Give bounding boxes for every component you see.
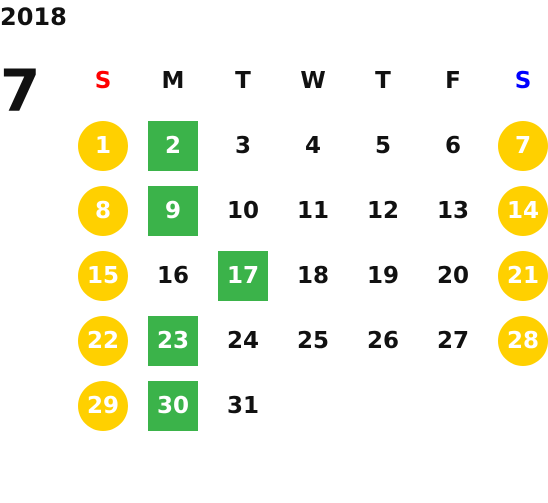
day-number: 15 (78, 250, 128, 301)
day-number: 22 (78, 315, 128, 366)
weekday-header: T (375, 67, 391, 94)
weekday-header: M (161, 67, 185, 94)
day-number: 4 (304, 132, 321, 159)
day-cell[interactable]: 13 (418, 178, 488, 243)
day-cell[interactable]: 2 (138, 113, 208, 178)
day-cell[interactable]: 8 (68, 178, 138, 243)
day-cell[interactable]: 15 (68, 243, 138, 308)
day-cell[interactable]: 3 (208, 113, 278, 178)
day-cell[interactable]: 30 (138, 373, 208, 438)
day-number: 13 (436, 197, 469, 224)
day-cell[interactable]: 12 (348, 178, 418, 243)
day-cell[interactable]: 31 (208, 373, 278, 438)
day-cell[interactable]: 9 (138, 178, 208, 243)
day-cell[interactable]: 4 (278, 113, 348, 178)
day-number: 21 (498, 250, 548, 301)
day-number: 24 (226, 327, 259, 354)
weekday-header: T (235, 67, 251, 94)
day-cell[interactable]: 29 (68, 373, 138, 438)
day-number: 7 (498, 120, 548, 171)
day-number: 16 (156, 262, 189, 289)
year-label: 2018 (0, 3, 67, 31)
day-number: 14 (498, 185, 548, 236)
day-cell[interactable]: 17 (208, 243, 278, 308)
day-number: 28 (498, 315, 548, 366)
day-number: 6 (444, 132, 461, 159)
day-cell[interactable]: 26 (348, 308, 418, 373)
day-cell[interactable]: 22 (68, 308, 138, 373)
day-cell[interactable]: 10 (208, 178, 278, 243)
day-number: 1 (78, 120, 128, 171)
day-cell[interactable]: 24 (208, 308, 278, 373)
day-cell[interactable]: 16 (138, 243, 208, 308)
day-number: 18 (296, 262, 329, 289)
day-cell[interactable]: 19 (348, 243, 418, 308)
day-number: 11 (296, 197, 329, 224)
day-cell[interactable]: 23 (138, 308, 208, 373)
day-number: 20 (436, 262, 469, 289)
day-cell[interactable]: 18 (278, 243, 348, 308)
day-cell[interactable]: 11 (278, 178, 348, 243)
day-number: 5 (374, 132, 391, 159)
weekday-header: W (300, 67, 326, 94)
day-cell[interactable]: 21 (488, 243, 548, 308)
day-number: 19 (366, 262, 399, 289)
weekday-header: S (94, 67, 112, 94)
day-cell[interactable]: 27 (418, 308, 488, 373)
day-number: 26 (366, 327, 399, 354)
day-number: 8 (78, 185, 128, 236)
day-number: 9 (148, 185, 198, 236)
day-number: 2 (148, 120, 198, 171)
day-cell[interactable]: 7 (488, 113, 548, 178)
day-number: 31 (226, 392, 259, 419)
day-cell[interactable]: 6 (418, 113, 488, 178)
day-number: 23 (148, 315, 198, 366)
day-number: 30 (148, 380, 198, 431)
day-cell[interactable]: 14 (488, 178, 548, 243)
day-cell[interactable]: 1 (68, 113, 138, 178)
day-cell[interactable]: 5 (348, 113, 418, 178)
day-number: 29 (78, 380, 128, 431)
weekday-header: F (445, 67, 461, 94)
day-number: 12 (366, 197, 399, 224)
day-number: 17 (218, 250, 268, 301)
day-number: 27 (436, 327, 469, 354)
day-number: 3 (234, 132, 251, 159)
day-cell[interactable]: 20 (418, 243, 488, 308)
day-number: 25 (296, 327, 329, 354)
month-label: 7 (0, 57, 41, 125)
day-number: 10 (226, 197, 259, 224)
day-cell[interactable]: 25 (278, 308, 348, 373)
day-cell[interactable]: 28 (488, 308, 548, 373)
weekday-header: S (514, 67, 532, 94)
